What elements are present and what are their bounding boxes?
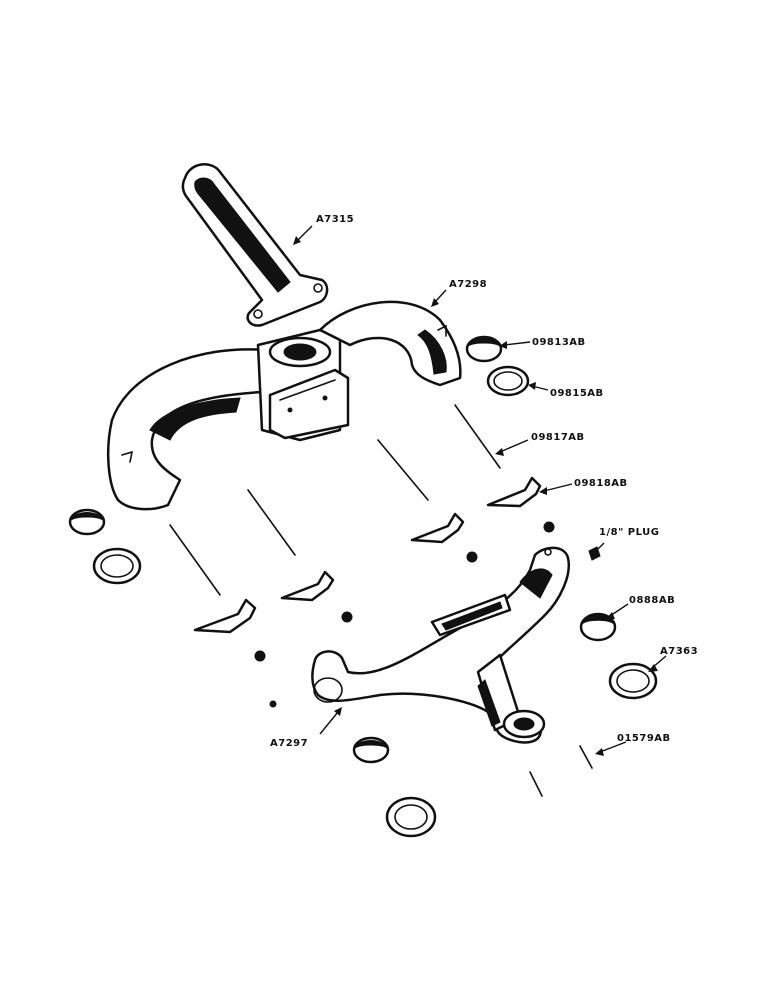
label-small-gasket-lower: 0888AB xyxy=(606,595,675,619)
elbow-pipe-part xyxy=(181,163,329,327)
label-ring-gasket-upper: 09815AB xyxy=(528,382,604,399)
svg-text:A7315: A7315 xyxy=(316,214,354,225)
label-elbow-pipe: A7315 xyxy=(293,214,354,245)
label-ring-gasket-lower: A7363 xyxy=(648,646,698,672)
lower-manifold-part xyxy=(311,546,571,744)
clamp-parts xyxy=(193,476,542,634)
nut-parts xyxy=(254,521,555,708)
label-lower-manifold: A7297 xyxy=(270,707,342,749)
svg-text:09818AB: 09818AB xyxy=(574,478,628,489)
label-small-gasket-upper: 09813AB xyxy=(499,337,586,349)
label-clamp: 09818AB xyxy=(539,478,628,495)
svg-text:09813AB: 09813AB xyxy=(532,337,586,348)
plug-part xyxy=(588,546,601,561)
svg-text:09815AB: 09815AB xyxy=(550,388,604,399)
ring-gasket-lower-part xyxy=(608,662,658,700)
label-plug: 1/8" PLUG xyxy=(597,527,659,550)
svg-text:A7297: A7297 xyxy=(270,738,308,749)
small-gasket-lower-part xyxy=(579,612,617,642)
label-stud: 09817AB xyxy=(495,432,585,456)
stud-parts xyxy=(169,404,501,596)
svg-text:A7363: A7363 xyxy=(660,646,698,657)
svg-text:01579AB: 01579AB xyxy=(617,733,671,744)
svg-text:09817AB: 09817AB xyxy=(531,432,585,443)
label-short-stud: 01579AB xyxy=(595,733,671,756)
ring-gasket-upper-part xyxy=(486,365,530,397)
left-gasket-pair xyxy=(68,508,142,585)
upper-manifold-part xyxy=(106,300,462,511)
svg-text:1/8" PLUG: 1/8" PLUG xyxy=(599,527,659,538)
small-gasket-upper-part xyxy=(465,335,503,363)
short-stud-parts xyxy=(529,745,593,797)
svg-text:A7298: A7298 xyxy=(449,279,487,290)
label-upper-manifold: A7298 xyxy=(431,279,487,307)
svg-text:0888AB: 0888AB xyxy=(629,595,675,606)
bottom-gasket-pair xyxy=(352,736,437,838)
